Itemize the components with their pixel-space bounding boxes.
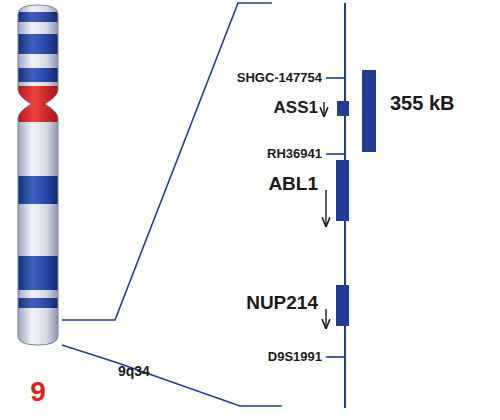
marker-tick	[326, 356, 345, 358]
gene-box	[336, 285, 349, 326]
marker-name: D9S1991	[268, 350, 322, 364]
marker-name: RH36941	[267, 147, 322, 161]
band-label: 9q34	[118, 364, 150, 379]
marker-tick	[326, 153, 345, 155]
marker-name: SHGC-147754	[237, 71, 322, 85]
zoom-line	[62, 345, 282, 406]
gene-name: NUP214	[246, 293, 318, 314]
chromosome-number: 9	[30, 377, 46, 408]
size-label: 355 kB	[390, 92, 455, 114]
marker-tick	[326, 77, 345, 79]
gene-name: ABL1	[268, 174, 318, 195]
gene-box	[337, 101, 349, 116]
direction-arrow	[325, 309, 326, 328]
size-bar	[362, 70, 376, 152]
gene-box	[336, 160, 349, 221]
zoom-line	[62, 3, 272, 320]
direction-arrow	[325, 190, 326, 226]
gene-name: ASS1	[274, 99, 318, 118]
chromosome-ideogram	[18, 5, 58, 345]
direction-arrow	[323, 102, 324, 116]
